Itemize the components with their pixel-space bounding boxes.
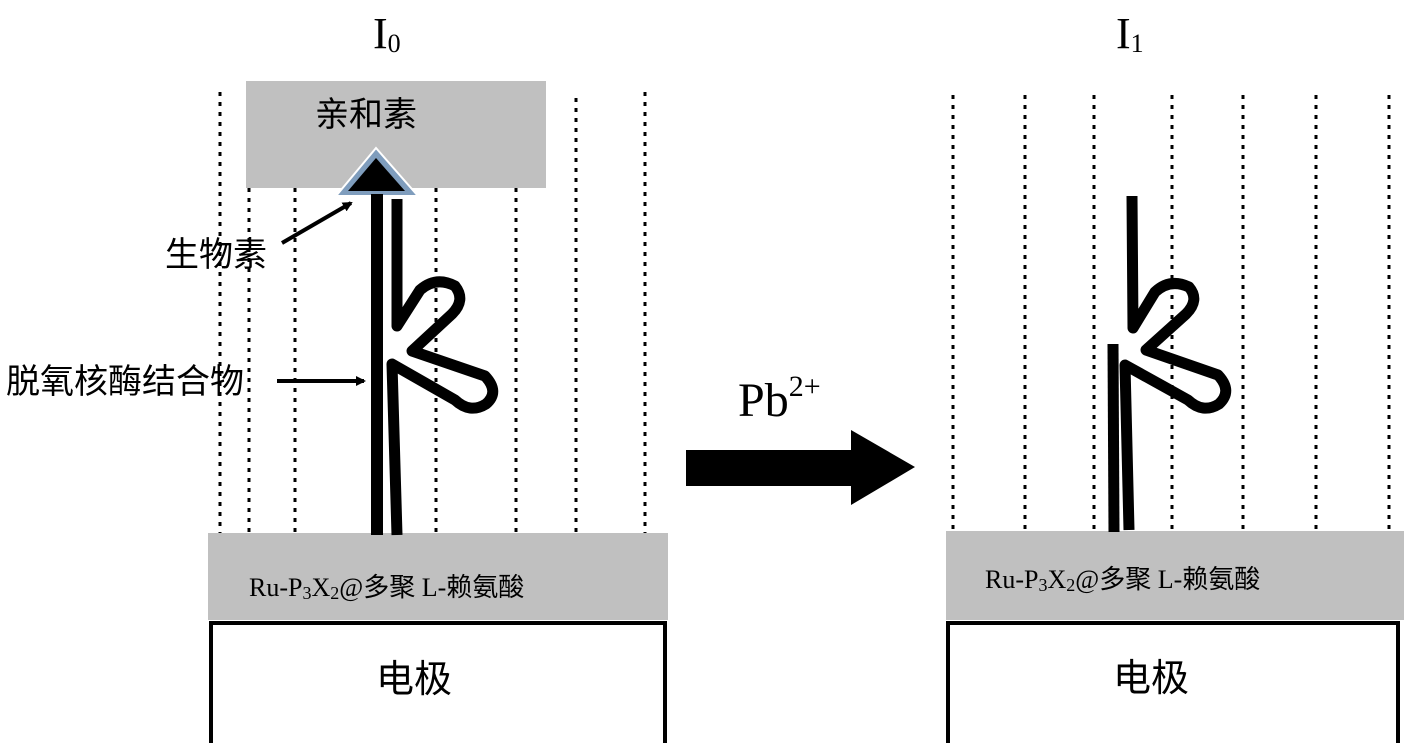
right-layer-sub-b: 2 (1066, 575, 1075, 595)
right-dna-stub (1113, 344, 1114, 532)
right-signal-label: I1 (1116, 12, 1144, 57)
right-signal-letter: I (1116, 9, 1131, 58)
left-signal-subscript: 0 (388, 29, 401, 58)
right-layer-text-c: @多聚 L-赖氨酸 (1075, 565, 1260, 594)
right-electrode-label: 电极 (1113, 659, 1189, 697)
biotin-pointer-arrow (282, 203, 351, 243)
left-signal-label: I0 (373, 12, 401, 57)
lead-charge: 2+ (789, 370, 821, 403)
right-panel (946, 95, 1404, 743)
dnazyme-strand (392, 199, 493, 535)
avidin-label: 亲和素 (315, 98, 417, 132)
lead-ion-label: Pb2+ (738, 372, 821, 425)
dna-conjugate-label: 脱氧核酶结合物 (6, 365, 244, 399)
left-electrode-label: 电极 (376, 660, 452, 698)
right-dotted-chains (953, 95, 1389, 531)
left-signal-letter: I (373, 9, 388, 58)
left-layer-text-a: Ru-P (249, 573, 302, 602)
left-layer-sub-b: 2 (330, 583, 339, 603)
lead-symbol: Pb (738, 374, 789, 427)
reaction-arrow (686, 430, 915, 505)
left-layer-text-c: @多聚 L-赖氨酸 (339, 573, 524, 602)
left-layer-text-b: X (311, 573, 330, 602)
right-layer-label: Ru-P3X2@多聚 L-赖氨酸 (985, 567, 1260, 594)
left-layer-label: Ru-P3X2@多聚 L-赖氨酸 (249, 575, 524, 602)
right-dnazyme-strand (1125, 196, 1226, 530)
right-layer-text-b: X (1047, 565, 1066, 594)
right-layer-text-a: Ru-P (985, 565, 1038, 594)
biotin-label: 生物素 (165, 238, 267, 272)
left-panel (208, 81, 668, 743)
right-signal-subscript: 1 (1131, 29, 1144, 58)
